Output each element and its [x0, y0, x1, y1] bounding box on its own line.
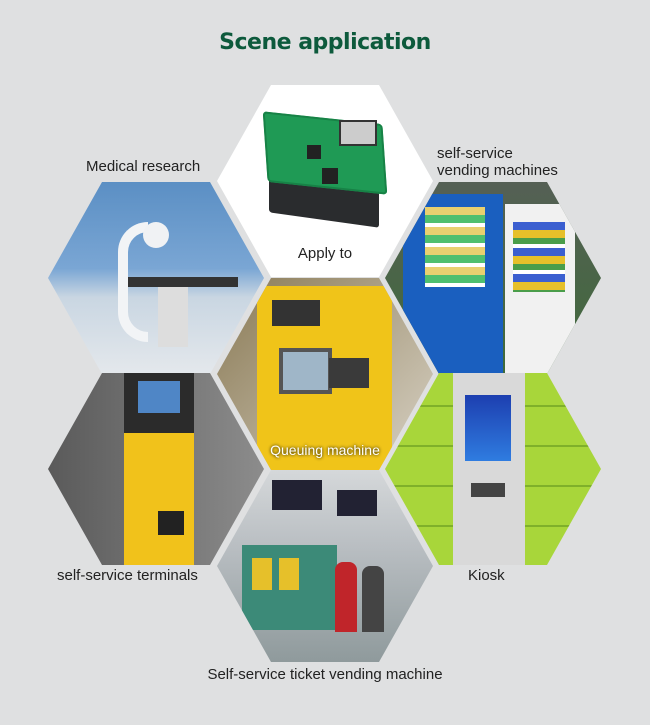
page-title: Scene application: [219, 30, 431, 55]
hex-medical: [48, 182, 264, 374]
scanner-module-image: [247, 110, 397, 240]
self-service-terminals-label: self-service terminals: [57, 567, 198, 584]
queuing-machine-label: Queuing machine: [270, 442, 380, 458]
medical-research-label: Medical research: [86, 158, 201, 175]
vending-machines-label: self-service vending machines: [437, 145, 558, 179]
apply-to-label: Apply to: [297, 245, 353, 262]
kiosk-label: Kiosk: [468, 567, 505, 584]
hex-ticket: [217, 470, 433, 662]
ticket-vending-label: Self-service ticket vending machine: [207, 666, 443, 683]
hex-terminals: [48, 373, 264, 565]
hex-kiosk: [385, 373, 601, 565]
hex-scanner-module: Apply to: [217, 85, 433, 277]
vending-label-line2: vending machines: [437, 162, 558, 179]
hex-queuing: Queuing machine: [217, 278, 433, 470]
vending-label-line1: self-service: [437, 145, 513, 162]
hex-vending: [385, 182, 601, 374]
